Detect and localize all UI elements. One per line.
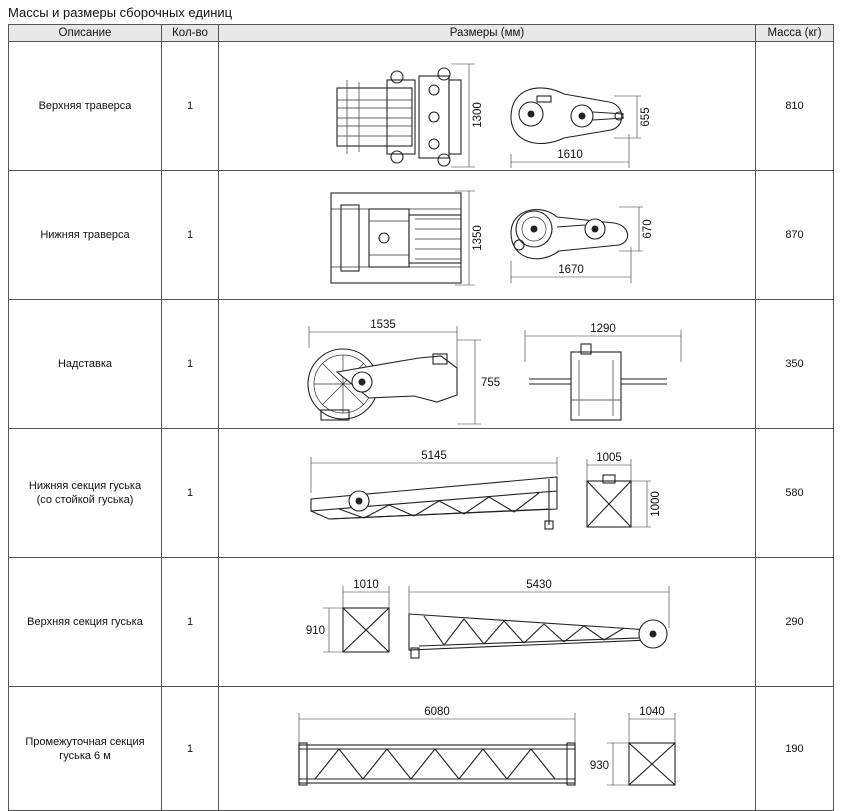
document-title: Массы и размеры сборочных единиц (8, 5, 233, 20)
dim-extension-length: 1535 (370, 319, 396, 331)
table-row-upper-traverse: Верхняя траверса 1 (8, 41, 834, 171)
dim-lower-traverse-length: 1670 (558, 264, 584, 276)
row-qty: 1 (161, 428, 219, 558)
header-description: Описание (8, 24, 162, 42)
table-row-lower-jib-section: Нижняя секция гуська (со стойкой гуська)… (8, 428, 834, 558)
table-row-upper-jib-section: Верхняя секция гуська 1 1010 91 (8, 557, 834, 687)
row-qty: 1 (161, 41, 219, 171)
upper-traverse-front-view (336, 67, 462, 167)
dim-lower-traverse-height: 1350 (472, 225, 484, 251)
lower-jib-end-view (586, 474, 632, 528)
table-row-extension: Надставка 1 1535 (8, 299, 834, 429)
lower-traverse-drawing: 1350 1670 (330, 190, 654, 286)
dim-intermediate-jib-height: 930 (590, 760, 609, 772)
row-mass: 350 (755, 299, 834, 429)
row-qty: 1 (161, 686, 219, 811)
row-mass: 190 (755, 686, 834, 811)
lower-jib-side-view (310, 476, 558, 530)
header-dimensions: Размеры (мм) (218, 24, 756, 42)
drawing-upper-traverse: 1300 16 (218, 41, 756, 171)
row-qty: 1 (161, 170, 219, 300)
upper-jib-side-view (408, 613, 668, 659)
upper-traverse-side-view (510, 87, 625, 145)
row-mass: 290 (755, 557, 834, 687)
table-row-lower-traverse: Нижняя траверса 1 (8, 170, 834, 300)
dim-upper-traverse-side-height: 655 (640, 107, 652, 126)
upper-jib-section-drawing: 1010 910 5430 (306, 579, 670, 659)
dim-extension-height: 755 (481, 377, 500, 389)
row-description: Нижняя траверса (8, 170, 162, 300)
row-description: Верхняя секция гуська (8, 557, 162, 687)
extension-front-view (529, 343, 667, 421)
upper-traverse-drawing: 1300 16 (336, 63, 652, 168)
table-row-intermediate-jib-section: Промежуточная секция гуська 6 м 1 6080 (8, 686, 834, 811)
header-qty: Кол-во (161, 24, 219, 42)
extension-drawing: 1535 (307, 319, 682, 425)
row-description: Нижняя секция гуська (со стойкой гуська) (8, 428, 162, 558)
lower-traverse-front-view (330, 192, 462, 284)
intermediate-jib-section-drawing: 6080 (298, 706, 676, 786)
row-qty: 1 (161, 299, 219, 429)
drawing-intermediate-jib-section: 6080 (218, 686, 756, 811)
table-header-row: Описание Кол-во Размеры (мм) Масса (кг) (8, 24, 834, 42)
dim-lower-jib-length: 5145 (421, 450, 447, 462)
lower-traverse-side-view (510, 209, 629, 260)
upper-jib-end-view (342, 607, 390, 653)
drawing-upper-jib-section: 1010 910 5430 (218, 557, 756, 687)
row-description: Надставка (8, 299, 162, 429)
extension-side-view (307, 348, 458, 421)
dim-extension-width: 1290 (590, 323, 616, 335)
dim-lower-traverse-side-height: 670 (642, 219, 654, 238)
intermediate-jib-side-view (298, 742, 576, 786)
row-mass: 870 (755, 170, 834, 300)
row-mass: 810 (755, 41, 834, 171)
dim-intermediate-jib-width: 1040 (639, 706, 665, 718)
drawing-lower-traverse: 1350 1670 (218, 170, 756, 300)
drawing-lower-jib-section: 5145 (218, 428, 756, 558)
row-qty: 1 (161, 557, 219, 687)
row-mass: 580 (755, 428, 834, 558)
row-description: Верхняя траверса (8, 41, 162, 171)
dim-lower-jib-width: 1005 (596, 452, 622, 464)
dim-upper-traverse-height: 1300 (472, 102, 484, 128)
dim-intermediate-jib-length: 6080 (424, 706, 450, 718)
dim-upper-jib-height: 910 (306, 625, 325, 637)
assembly-units-table: Описание Кол-во Размеры (мм) Масса (кг) … (8, 24, 834, 811)
drawing-extension: 1535 (218, 299, 756, 429)
header-mass: Масса (кг) (755, 24, 834, 42)
row-description: Промежуточная секция гуська 6 м (8, 686, 162, 811)
dim-lower-jib-height: 1000 (650, 491, 662, 517)
lower-jib-section-drawing: 5145 (310, 450, 662, 530)
dim-upper-jib-length: 5430 (526, 579, 552, 591)
intermediate-jib-end-view (628, 742, 676, 786)
dim-upper-traverse-length: 1610 (557, 149, 583, 161)
dim-upper-jib-width: 1010 (353, 579, 379, 591)
